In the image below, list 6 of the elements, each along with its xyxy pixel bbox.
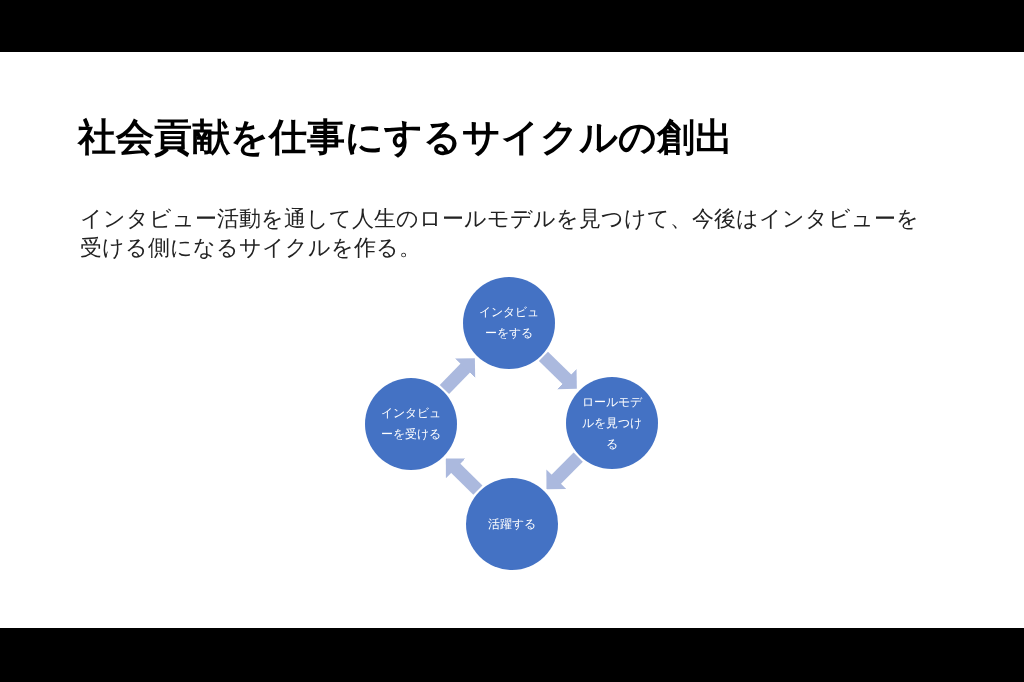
block-arrow [445,458,483,495]
body-text: インタビュー活動を通して人生のロールモデルを見つけて、今後はインタビューを受ける側になるサイクルを作る。 [80,205,920,262]
block-arrow [538,351,577,390]
block-arrow [546,452,583,490]
block-arrow [439,358,476,395]
slide-title: 社会貢献を仕事にするサイクルの創出 [78,114,733,161]
